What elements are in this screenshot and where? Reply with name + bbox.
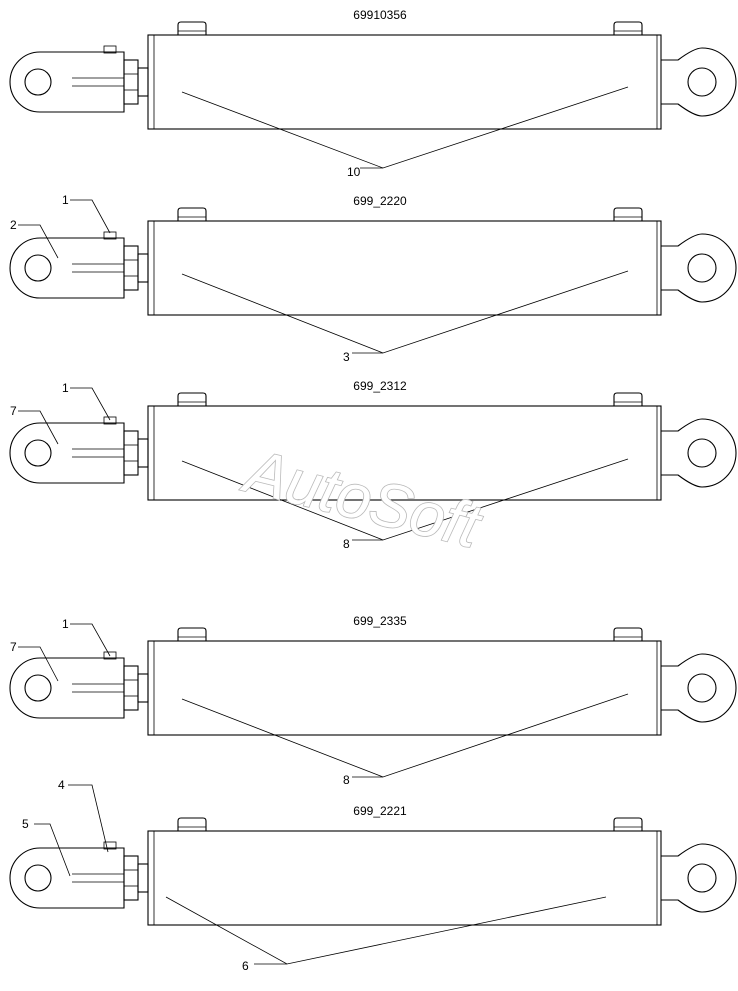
mount-lug	[613, 21, 643, 35]
part-number: 69910356	[353, 8, 407, 22]
leader-line	[18, 410, 59, 445]
leader-line	[68, 784, 109, 853]
rod-stub	[137, 673, 149, 703]
clevis-pin-hole	[24, 68, 52, 96]
clevis-pin-hole	[24, 439, 52, 467]
mount-lug	[613, 817, 643, 831]
callout-leader: 3	[181, 270, 629, 364]
callout-leader: 8	[181, 693, 629, 787]
rod-nut	[123, 855, 139, 901]
callout-number: 7	[10, 404, 17, 418]
cylinder-assembly: 699_2220 1 2 3	[9, 193, 737, 364]
cylinder-barrel	[147, 220, 662, 316]
callout-number: 2	[10, 218, 17, 232]
cylinder-barrel	[147, 830, 662, 926]
eye-pin-hole	[687, 253, 717, 283]
mount-lug	[613, 392, 643, 406]
callout-leader: 5	[22, 817, 71, 877]
eye-pin-hole	[687, 863, 717, 893]
callout-leader: 10	[181, 86, 629, 179]
rod-clevis	[9, 237, 125, 299]
eye-pin-hole	[687, 438, 717, 468]
callout-number: 3	[343, 350, 350, 364]
grease-nipple	[103, 651, 117, 660]
callout-leader: 6	[165, 896, 607, 973]
rod-clevis	[9, 847, 125, 909]
callout-number: 7	[10, 640, 17, 654]
part-number: 699_2221	[353, 804, 407, 818]
mount-lug	[177, 21, 207, 35]
callout-number: 8	[343, 537, 350, 551]
cylinder-assembly: 699_2221 4 5 6	[9, 778, 737, 973]
cylinder-eye-end	[661, 653, 737, 723]
cylinder-assembly: 699_2335 1 7 8	[9, 614, 737, 787]
rod-nut	[123, 59, 139, 105]
rod-stub	[137, 438, 149, 468]
callout-number: 4	[58, 778, 65, 792]
rod-clevis	[9, 422, 125, 484]
clevis-pin-hole	[24, 674, 52, 702]
mount-lug	[613, 207, 643, 221]
rod-stub	[137, 863, 149, 893]
callout-leader: 2	[10, 218, 59, 259]
callout-number: 1	[62, 617, 69, 631]
clevis-pin-hole	[24, 254, 52, 282]
callout-number: 1	[62, 381, 69, 395]
cylinder-eye-end	[661, 233, 737, 303]
rod-stub	[137, 253, 149, 283]
grease-nipple	[103, 416, 117, 425]
callout-leader: 1	[62, 381, 111, 421]
leader-line	[34, 823, 71, 877]
rod-stub	[137, 67, 149, 97]
callout-leader: 8	[181, 458, 629, 551]
watermark-text: AutoSoft	[235, 436, 489, 562]
callout-leader: 1	[62, 193, 111, 234]
rod-nut	[123, 430, 139, 476]
part-number: 699_2335	[353, 614, 407, 628]
leader-line	[70, 199, 111, 234]
part-number: 699_2312	[353, 379, 407, 393]
rod-clevis	[9, 51, 125, 113]
rod-clevis	[9, 657, 125, 719]
mount-lug	[177, 207, 207, 221]
callout-leader: 1	[62, 617, 111, 657]
cylinder-eye-end	[661, 843, 737, 913]
leader-line	[165, 896, 607, 965]
grease-nipple	[103, 231, 117, 240]
rod-nut	[123, 245, 139, 291]
cylinder-assembly: 69910356 10	[9, 8, 737, 179]
callout-number: 8	[343, 773, 350, 787]
cylinder-eye-end	[661, 47, 737, 117]
leader-line	[18, 646, 59, 682]
grease-nipple	[103, 45, 117, 54]
leader-line	[181, 270, 629, 354]
callout-number: 1	[62, 193, 69, 207]
grease-nipple	[103, 841, 117, 850]
cylinder-assembly: 699_2312 1 7 8	[9, 379, 737, 551]
part-number: 699_2220	[353, 194, 407, 208]
callout-number: 10	[347, 165, 361, 179]
callout-leader: 7	[10, 640, 59, 682]
cylinder-barrel	[147, 640, 662, 736]
leader-line	[70, 623, 111, 657]
cylinder-eye-end	[661, 418, 737, 488]
mount-lug	[177, 392, 207, 406]
rod-nut	[123, 665, 139, 711]
mount-lug	[177, 817, 207, 831]
eye-pin-hole	[687, 673, 717, 703]
mount-lug	[613, 627, 643, 641]
leader-line	[181, 86, 629, 169]
callout-leader: 4	[58, 778, 109, 853]
clevis-pin-hole	[24, 864, 52, 892]
callout-number: 6	[242, 959, 249, 973]
leader-line	[70, 387, 111, 421]
cylinder-barrel	[147, 34, 662, 130]
leader-line	[18, 224, 59, 259]
callout-number: 5	[22, 817, 29, 831]
callout-leader: 7	[10, 404, 59, 445]
eye-pin-hole	[687, 67, 717, 97]
mount-lug	[177, 627, 207, 641]
